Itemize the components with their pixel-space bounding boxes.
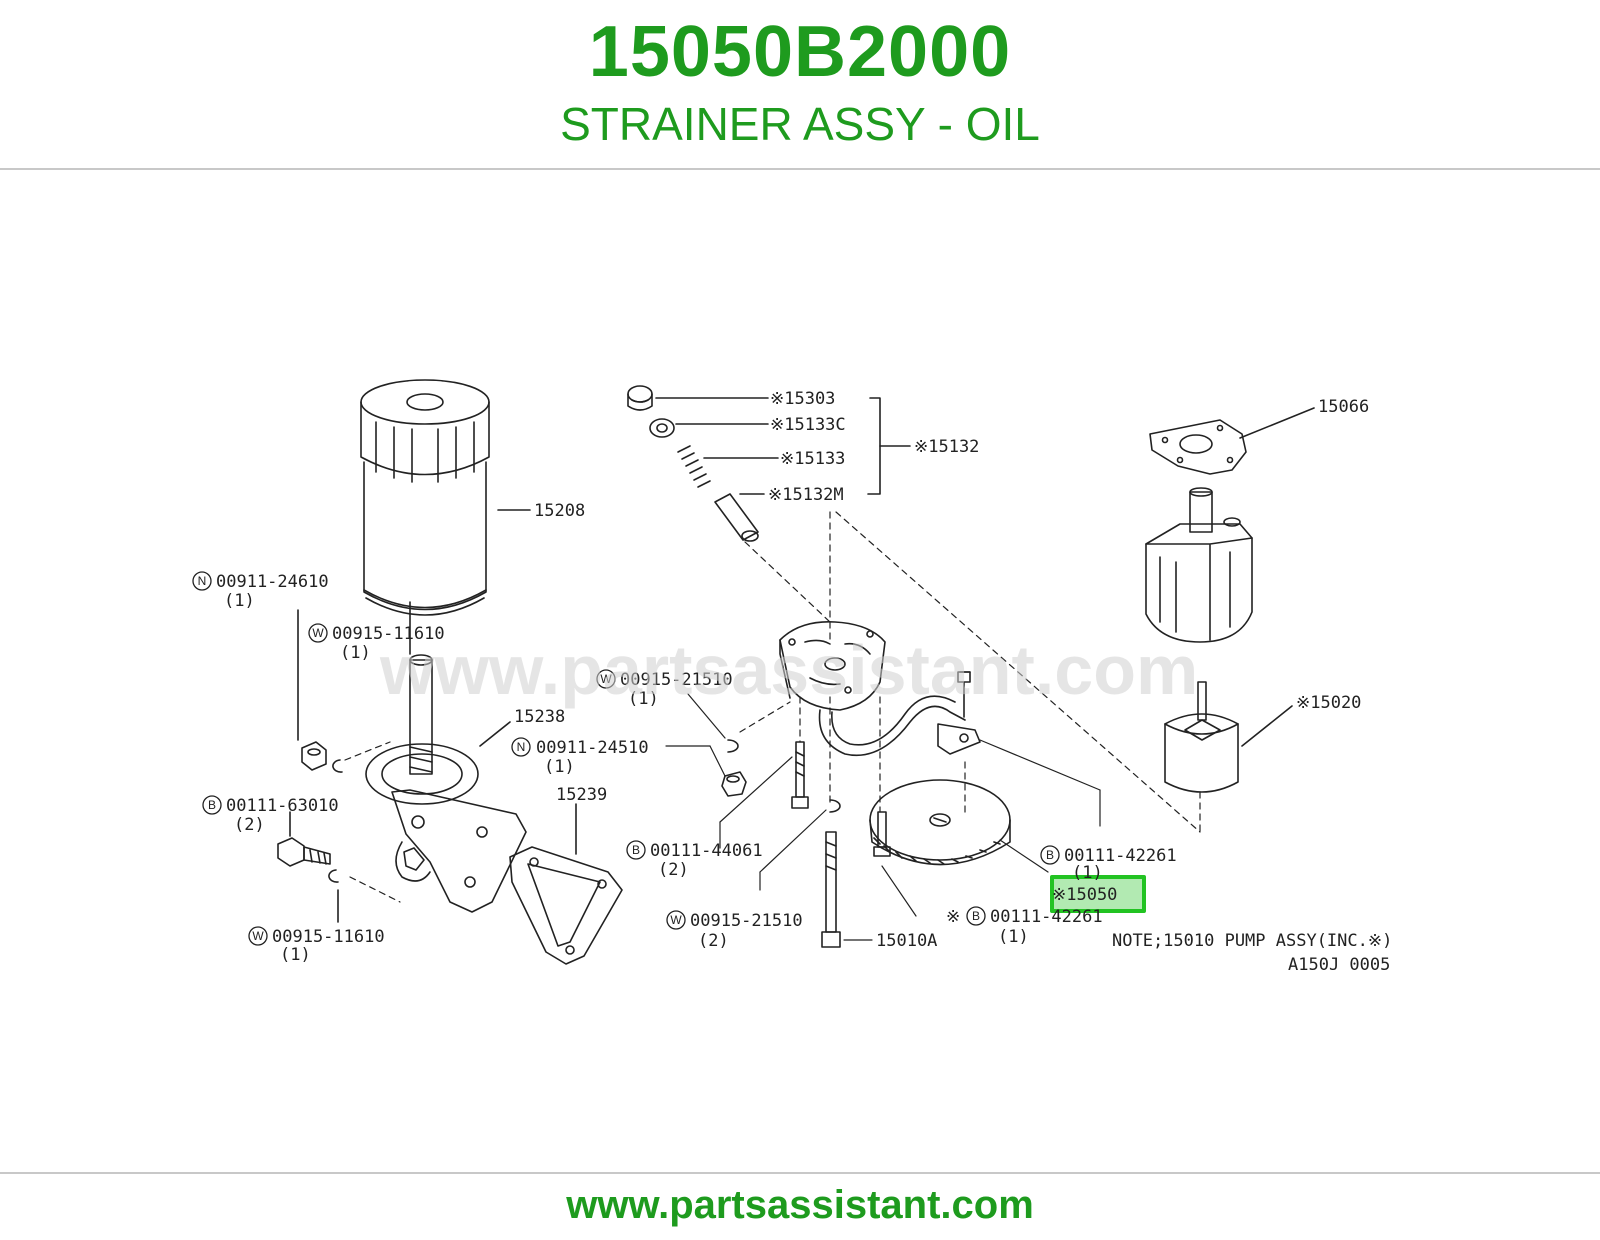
header-divider — [0, 168, 1600, 170]
label-00915-21510-b-qty: (2) — [698, 931, 729, 951]
svg-text:N: N — [198, 574, 207, 588]
label-00911-24510-qty: (1) — [544, 757, 575, 777]
drawing-id: A150J 0005 — [1288, 955, 1390, 975]
svg-text:B: B — [1046, 848, 1054, 862]
label-00111-42261-a-qty: (1) — [1072, 863, 1103, 883]
label-00111-42261-b-qty: (1) — [998, 927, 1029, 947]
label-00915-21510-a-qty: (1) — [628, 689, 659, 709]
highlight-box-15050 — [1050, 875, 1146, 913]
footer-divider — [0, 1172, 1600, 1174]
label-15303: ※15303 — [770, 389, 835, 409]
page-header: 15050B2000 STRAINER ASSY - OIL — [0, 0, 1600, 168]
parts-diagram-drawing: N W W N B B B W W B ※15303 ※15133C ※15133 ※151… — [192, 379, 1392, 975]
label-00111-42261-b: 00111-42261 — [990, 907, 1103, 927]
label-00911-24510: 00911-24510 — [536, 738, 649, 758]
oil-strainer-15050 — [869, 779, 1011, 866]
label-15010a: 15010A — [876, 931, 937, 951]
filter-mount-15238 — [365, 654, 527, 913]
svg-text:W: W — [600, 672, 612, 686]
svg-text:W: W — [312, 626, 324, 640]
part-name-subtitle: STRAINER ASSY - OIL — [560, 98, 1040, 150]
svg-text:B: B — [972, 909, 980, 923]
label-15020: ※15020 — [1296, 693, 1361, 713]
washers-nuts-center — [721, 739, 841, 813]
gasket-15239 — [509, 803, 623, 965]
label-00111-63010: 00111-63010 — [226, 796, 339, 816]
svg-text:W: W — [670, 913, 682, 927]
label-00915-11610-a-qty: (1) — [340, 643, 371, 663]
label-15133c: ※15133C — [770, 415, 846, 435]
watermark-text: www.partsassistant.com — [379, 631, 1198, 709]
label-15239: 15239 — [556, 785, 607, 805]
label-15238: 15238 — [514, 707, 565, 727]
svg-text:N: N — [517, 740, 526, 754]
footer-website-link[interactable]: www.partsassistant.com — [566, 1183, 1034, 1227]
parts-diagram: N W W N B B B W W B ※15303 ※15133C ※15133 ※151… — [180, 342, 1420, 1012]
label-00911-24610: 00911-24610 — [216, 572, 329, 592]
left-fasteners — [277, 601, 411, 923]
label-15208: 15208 — [534, 501, 585, 521]
assembly-dashed-lines — [344, 511, 1201, 903]
oil-pump-housing — [1145, 487, 1253, 643]
part-labels: ※15303 ※15133C ※15133 ※15132M ※15132 150… — [216, 389, 1392, 975]
label-00911-24610-qty: (1) — [224, 591, 255, 611]
label-00915-11610-a: 00915-11610 — [332, 624, 445, 644]
svg-text:B: B — [208, 798, 216, 812]
callout-marker-letters: N W W N B B B W W B — [198, 574, 1054, 943]
label-00111-44061-qty: (2) — [658, 860, 689, 880]
diagram-note: NOTE;15010 PUMP ASSY(INC.※) — [1112, 931, 1392, 951]
label-00111-42261-a: 00111-42261 — [1064, 846, 1177, 866]
svg-text:B: B — [632, 843, 640, 857]
label-00915-11610-b: 00915-11610 — [272, 927, 385, 947]
label-15133: ※15133 — [780, 449, 845, 469]
callout-markers — [192, 571, 1060, 946]
label-00111-44061: 00111-44061 — [650, 841, 763, 861]
label-b-prefix: ※ — [946, 907, 960, 927]
label-15066: 15066 — [1318, 397, 1369, 417]
part-number-title: 15050B2000 — [588, 12, 1012, 92]
relief-valve-parts — [627, 385, 911, 542]
svg-text:W: W — [252, 929, 264, 943]
oil-filter-15208 — [360, 379, 531, 616]
label-15132: ※15132 — [914, 437, 979, 457]
label-00915-21510-b: 00915-21510 — [690, 911, 803, 931]
leader-lines — [665, 693, 1101, 941]
bolts — [791, 671, 971, 948]
label-00915-11610-b-qty: (1) — [280, 945, 311, 965]
label-15132m: ※15132M — [768, 485, 844, 505]
label-00111-63010-qty: (2) — [234, 815, 265, 835]
label-00915-21510-a: 00915-21510 — [620, 670, 733, 690]
pump-rotor-15020 — [1164, 681, 1293, 793]
label-15050: ※15050 — [1052, 885, 1117, 905]
pump-cover-gasket-15066 — [1149, 407, 1315, 475]
